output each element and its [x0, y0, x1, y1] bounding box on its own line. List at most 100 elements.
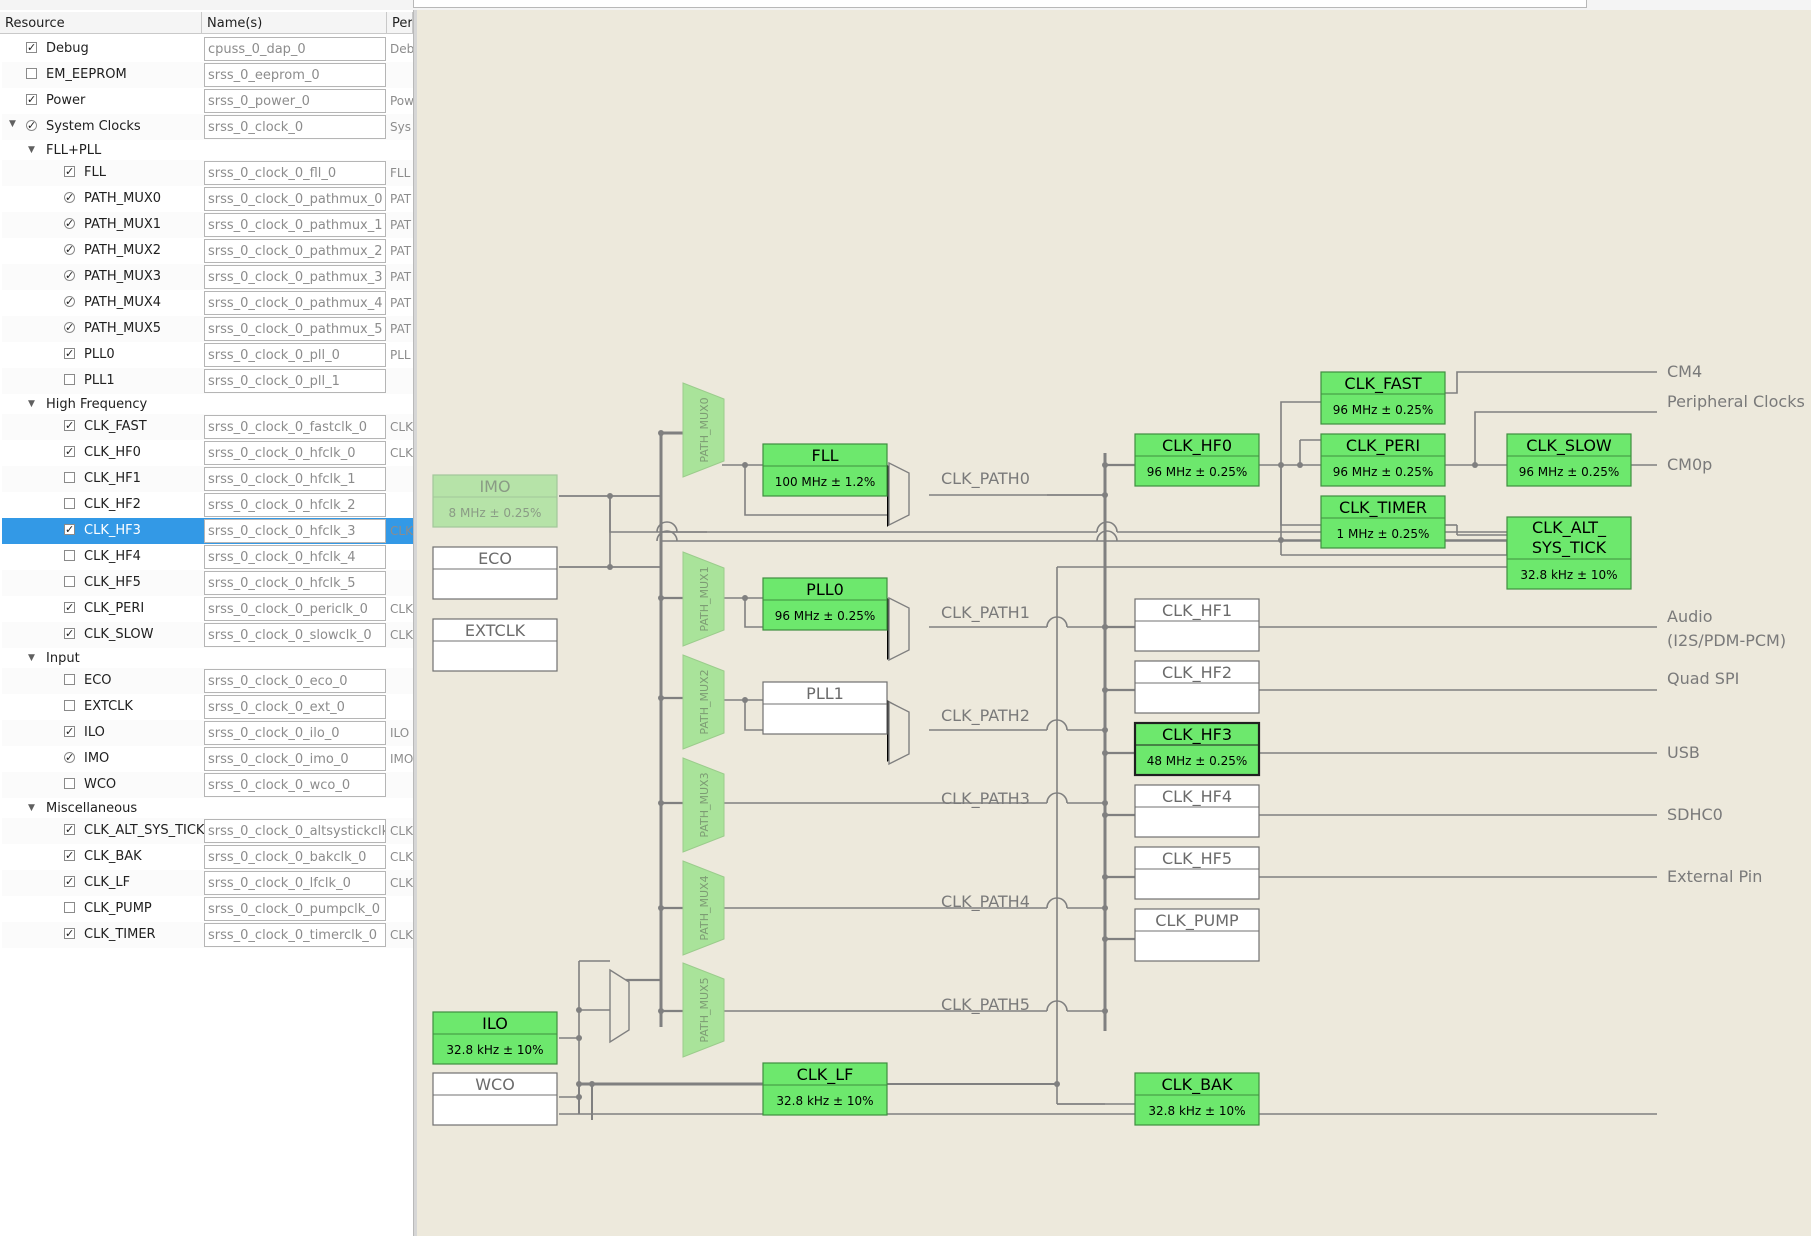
resource-name-field[interactable]: srss_0_clock_0_bakclk_0: [204, 845, 386, 869]
enable-checkbox[interactable]: [26, 68, 37, 79]
locked-checkbox-icon[interactable]: ✓: [64, 321, 75, 334]
path-mux-5[interactable]: PATH_MUX5: [682, 962, 725, 1058]
clock-block-wco[interactable]: WCO: [432, 1072, 558, 1126]
expand-arrow-icon[interactable]: ▼: [28, 145, 35, 155]
resource-name-field[interactable]: srss_0_clock_0_wco_0: [204, 773, 386, 797]
resource-name-field[interactable]: srss_0_clock_0_pathmux_0: [204, 187, 386, 211]
expand-arrow-icon[interactable]: ▼: [28, 399, 35, 409]
resource-row-high-frequency[interactable]: ▼High Frequency: [2, 394, 413, 414]
enable-checkbox[interactable]: [64, 778, 75, 789]
resource-name-field[interactable]: srss_0_power_0: [204, 89, 386, 113]
resource-name-field[interactable]: srss_0_clock_0_pathmux_3: [204, 265, 386, 289]
clock-block-clk-hf5[interactable]: CLK_HF5: [1134, 846, 1260, 900]
resource-name-field[interactable]: srss_0_clock_0_pathmux_5: [204, 317, 386, 341]
enable-checkbox[interactable]: ✓: [64, 523, 75, 536]
resource-name-field[interactable]: srss_0_clock_0_periclk_0: [204, 597, 386, 621]
clock-block-extclk[interactable]: EXTCLK: [432, 618, 558, 672]
resource-name-field[interactable]: srss_0_clock_0_hfclk_0: [204, 441, 386, 465]
resource-row-miscellaneous[interactable]: ▼Miscellaneous: [2, 798, 413, 818]
enable-checkbox[interactable]: ✓: [64, 875, 75, 888]
path-select-mux-0[interactable]: [888, 461, 910, 527]
locked-checkbox-icon[interactable]: ✓: [64, 243, 75, 256]
enable-checkbox[interactable]: ✓: [64, 823, 75, 836]
locked-checkbox-icon[interactable]: ✓: [64, 269, 75, 282]
locked-checkbox-icon[interactable]: ✓: [64, 295, 75, 308]
path-select-mux-2[interactable]: [888, 700, 910, 766]
enable-checkbox[interactable]: ✓: [64, 927, 75, 940]
locked-checkbox-icon[interactable]: ✓: [64, 751, 75, 764]
expand-arrow-icon[interactable]: ▼: [9, 119, 16, 129]
path-mux-0[interactable]: PATH_MUX0: [682, 382, 725, 478]
clock-block-clk-hf2[interactable]: CLK_HF2: [1134, 660, 1260, 714]
enable-checkbox[interactable]: [64, 472, 75, 483]
clock-block-clk-hf4[interactable]: CLK_HF4: [1134, 784, 1260, 838]
resource-name-field[interactable]: srss_0_clock_0_pll_1: [204, 369, 386, 393]
enable-checkbox[interactable]: ✓: [64, 445, 75, 458]
resource-name-field[interactable]: srss_0_clock_0_pumpclk_0: [204, 897, 386, 921]
enable-checkbox[interactable]: [64, 576, 75, 587]
top-filter-field[interactable]: [413, 0, 1587, 8]
resource-name-field[interactable]: srss_0_clock_0_pll_0: [204, 343, 386, 367]
resource-name-field[interactable]: srss_0_clock_0_ilo_0: [204, 721, 386, 745]
resource-name-field[interactable]: srss_0_eeprom_0: [204, 63, 386, 87]
enable-checkbox[interactable]: ✓: [64, 725, 75, 738]
resource-row-fll-pll[interactable]: ▼FLL+PLL: [2, 140, 413, 160]
path-mux-2[interactable]: PATH_MUX2: [682, 654, 725, 750]
expand-arrow-icon[interactable]: ▼: [28, 653, 35, 663]
enable-checkbox[interactable]: [64, 700, 75, 711]
resource-name-field[interactable]: srss_0_clock_0_ext_0: [204, 695, 386, 719]
enable-checkbox[interactable]: [64, 374, 75, 385]
enable-checkbox[interactable]: [64, 498, 75, 509]
clock-block-clk-pump[interactable]: CLK_PUMP: [1134, 908, 1260, 962]
enable-checkbox[interactable]: ✓: [64, 849, 75, 862]
panel-splitter[interactable]: [413, 10, 417, 1236]
enable-checkbox[interactable]: ✓: [64, 347, 75, 360]
enable-checkbox[interactable]: [64, 902, 75, 913]
locked-checkbox-icon[interactable]: ✓: [64, 191, 75, 204]
clock-block-clk-hf1[interactable]: CLK_HF1: [1134, 598, 1260, 652]
clock-block-pll1[interactable]: PLL1: [762, 681, 888, 735]
path-mux-3[interactable]: PATH_MUX3: [682, 757, 725, 853]
resource-name-field[interactable]: srss_0_clock_0_hfclk_5: [204, 571, 386, 595]
expand-arrow-icon[interactable]: ▼: [28, 803, 35, 813]
path-mux-4[interactable]: PATH_MUX4: [682, 860, 725, 956]
resource-name-field[interactable]: srss_0_clock_0_hfclk_2: [204, 493, 386, 517]
enable-checkbox[interactable]: ✓: [64, 419, 75, 432]
lf-select-mux[interactable]: [609, 968, 630, 1044]
enable-checkbox[interactable]: ✓: [64, 627, 75, 640]
clock-block-eco[interactable]: ECO: [432, 546, 558, 600]
resource-name-field[interactable]: srss_0_clock_0_pathmux_4: [204, 291, 386, 315]
resource-name-field[interactable]: srss_0_clock_0_hfclk_1: [204, 467, 386, 491]
column-header-resource[interactable]: Resource: [0, 12, 202, 34]
resource-name-field[interactable]: srss_0_clock_0_imo_0: [204, 747, 386, 771]
path-mux-1[interactable]: PATH_MUX1: [682, 551, 725, 647]
